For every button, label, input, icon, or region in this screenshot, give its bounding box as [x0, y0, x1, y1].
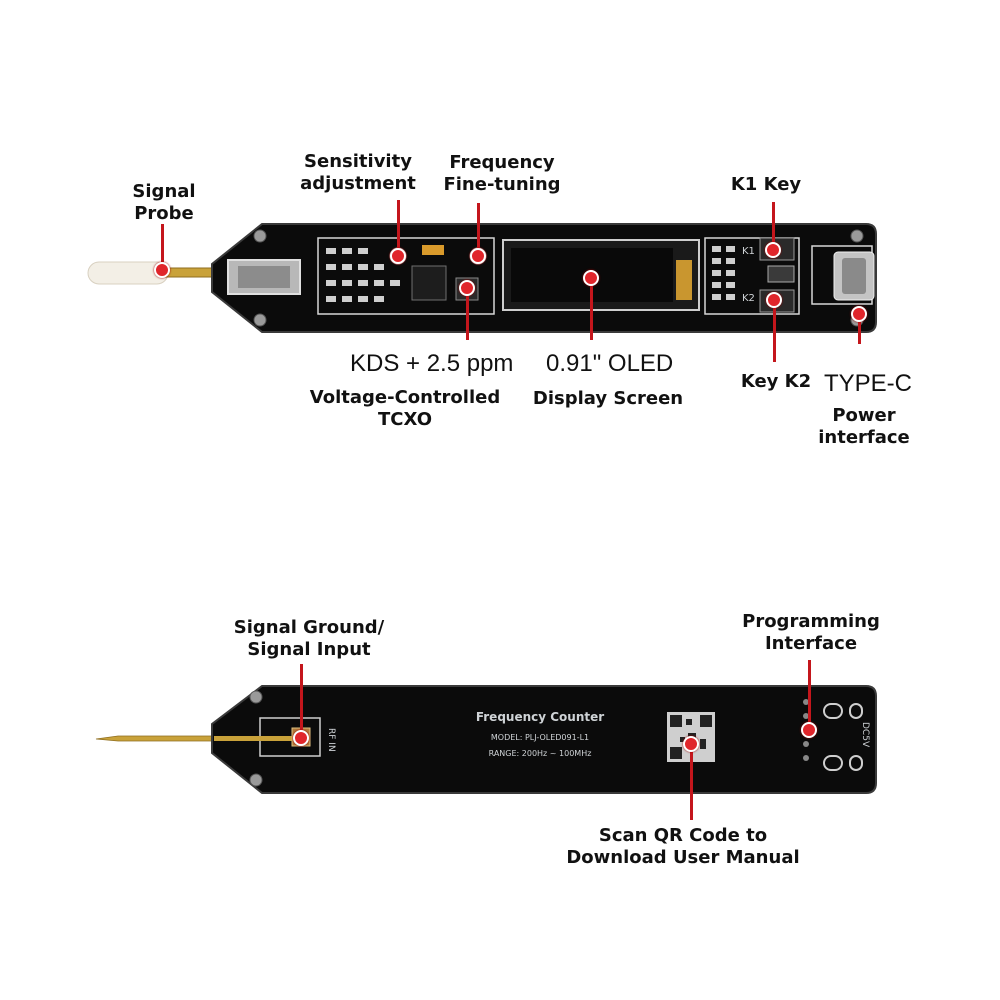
programming-callout-dot	[801, 722, 817, 738]
display-screen-label: Display Screen	[532, 388, 684, 409]
tuning-callout-line	[477, 203, 480, 256]
typec-callout-line	[858, 312, 861, 344]
typec-callout-dot	[851, 306, 867, 322]
rf-in-label: RF IN	[326, 728, 336, 752]
tcxo-callout-line	[466, 286, 469, 340]
k1-callout-line	[772, 202, 775, 250]
scan-qr-label: Scan QR Code to Download User Manual	[566, 825, 800, 868]
power-interface-label: Power interface	[818, 405, 910, 448]
qr-callout-line	[690, 742, 693, 820]
kds-label: KDS + 2.5 ppm	[350, 350, 514, 377]
k2-callout-dot	[766, 292, 782, 308]
signal-ground-callout-dot	[293, 730, 309, 746]
oled-label: 0.91" OLED	[546, 350, 674, 377]
tuning-callout-dot	[470, 248, 486, 264]
board-title: Frequency Counter	[475, 710, 605, 724]
probe-callout-dot	[154, 262, 170, 278]
board-range: RANGE: 200Hz ~ 100MHz	[488, 749, 592, 758]
type-c-label: TYPE-C	[824, 370, 913, 397]
qr-callout-dot	[683, 736, 699, 752]
frequency-tuning-label: Frequency Fine-tuning	[443, 152, 561, 195]
oled-callout-dot	[583, 270, 599, 286]
silk-k2: K2	[742, 293, 755, 304]
k1-callout-dot	[765, 242, 781, 258]
signal-ground-label: Signal Ground/ Signal Input	[233, 617, 385, 660]
oled-callout-line	[590, 276, 593, 340]
dc5v-label: DC5V	[860, 722, 870, 748]
sensitivity-callout-line	[397, 200, 400, 256]
tcxo-label: Voltage-Controlled TCXO	[309, 387, 501, 430]
programming-interface-label: Programming Interface	[742, 611, 880, 654]
sensitivity-label: Sensitivity adjustment	[300, 151, 416, 194]
signal-ground-callout-line	[300, 664, 303, 738]
silk-k1: K1	[742, 246, 755, 257]
sensitivity-callout-dot	[390, 248, 406, 264]
top-pcb	[211, 223, 877, 333]
needle-probe	[95, 735, 215, 742]
board-model: MODEL: PLJ-OLED091-L1	[490, 733, 590, 742]
tcxo-callout-dot	[459, 280, 475, 296]
programming-callout-line	[808, 660, 811, 730]
probe-callout-line	[161, 224, 164, 268]
k2-callout-line	[773, 300, 776, 362]
signal-probe-label: Signal Probe	[132, 181, 196, 224]
key-k2-label: Key K2	[740, 371, 812, 392]
k1-key-label: K1 Key	[730, 174, 802, 195]
